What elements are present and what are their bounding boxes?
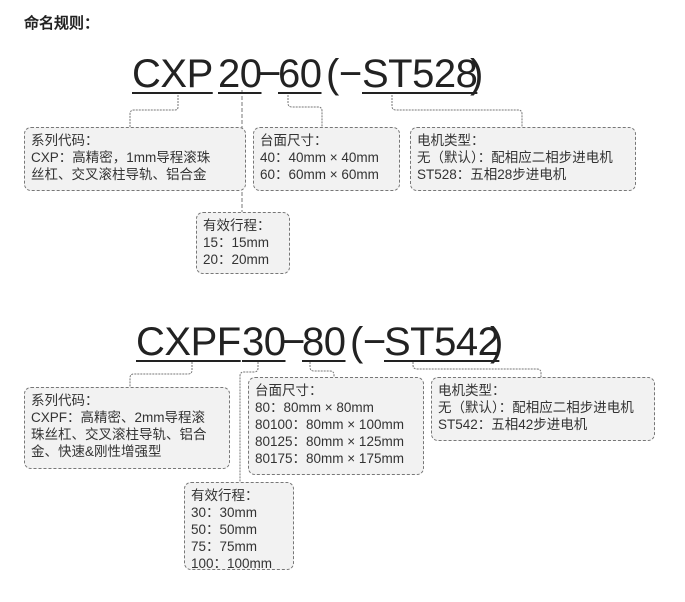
naming-rules-title: 命名规则： [24,14,100,32]
table-line: 40：40mm × 40mm [260,150,379,165]
motor-line: 无（默认）：配相应二相步进电机 [417,150,613,165]
table-heading-1: 台面尺寸： [260,133,328,148]
stroke-line: 75：75mm [191,539,258,554]
motor-type-box-2: 电机类型： 无（默认）：配相应二相步进电机 ST542：五相42步进电机 [431,377,655,441]
table-line: 80100：80mm × 100mm [255,417,404,432]
stroke-box-2: 有效行程： 30：30mm 50：50mm 75：75mm 100：100mm [184,482,294,571]
stroke-line: 15：15mm [203,235,270,250]
series-code-box-1: 系列代码： CXP：高精密，1mm导程滚珠 丝杠、交叉滚柱导轨、铝合金 [24,127,246,191]
connector-motor-2 [412,362,542,377]
connector-table-1 [287,92,323,127]
stroke-line: 50：50mm [191,522,258,537]
connector-motor-1 [391,92,523,127]
code-table-1: 60 [278,52,322,96]
series-line: CXP：高精密，1mm导程滚珠 [31,150,211,165]
stroke-line: 100：100mm [191,556,273,571]
connector-series-2 [129,362,193,387]
code-stroke-1: 20 [218,52,262,96]
stroke-line: 20：20mm [203,252,270,267]
table-line: 80125：80mm × 125mm [255,434,404,449]
series-line: 金、快速&刚性增强型 [31,444,162,459]
code-close-paren-2: ) [490,320,503,364]
series-line: 丝杠、交叉滚柱导轨、铝合金 [31,167,207,182]
stroke-line: 30：30mm [191,505,258,520]
series-line: 珠丝杠、交叉滚柱导轨、铝合 [31,427,207,442]
table-heading-2: 台面尺寸： [255,383,323,398]
code-motor-1: ST528 [362,52,478,96]
code-table-2: 80 [302,320,346,364]
table-line: 60：60mm × 60mm [260,167,379,182]
code-dash-1: − [258,52,281,96]
table-line: 80：80mm × 80mm [255,400,374,415]
motor-type-box-1: 电机类型： 无（默认）：配相应二相步进电机 ST528：五相28步进电机 [410,127,636,191]
table-size-box-2: 台面尺寸： 80：80mm × 80mm 80100：80mm × 100mm … [248,377,424,475]
stroke-heading-1: 有效行程： [203,218,271,233]
code-motor-2: ST542 [384,320,500,364]
code-series-1: CXP [132,52,213,96]
motor-heading-2: 电机类型： [438,383,506,398]
table-line: 80175：80mm × 175mm [255,451,404,466]
motor-line: ST528：五相28步进电机 [417,167,567,182]
series-code-box-2: 系列代码： CXPF：高精密、2mm导程滚 珠丝杠、交叉滚柱导轨、铝合 金、快速… [24,387,230,469]
code-open-paren-1: (− [326,52,362,96]
code-stroke-2: 30 [242,320,286,364]
code-series-2: CXPF [136,320,241,364]
code-close-paren-1: ) [470,52,483,96]
table-size-box-1: 台面尺寸： 40：40mm × 40mm 60：60mm × 60mm [253,127,400,191]
series-heading-2: 系列代码： [31,393,99,408]
code-open-paren-2: (− [350,320,386,364]
stroke-box-1: 有效行程： 15：15mm 20：20mm [196,212,290,274]
stroke-heading-2: 有效行程： [191,488,259,503]
series-heading-1: 系列代码： [31,133,99,148]
motor-line: 无（默认）：配相应二相步进电机 [438,400,634,415]
series-line: CXPF：高精密、2mm导程滚 [31,410,206,425]
motor-heading-1: 电机类型： [417,133,485,148]
code-dash-2: − [282,320,305,364]
motor-line: ST542：五相42步进电机 [438,417,588,432]
connector-series-1 [129,92,179,127]
